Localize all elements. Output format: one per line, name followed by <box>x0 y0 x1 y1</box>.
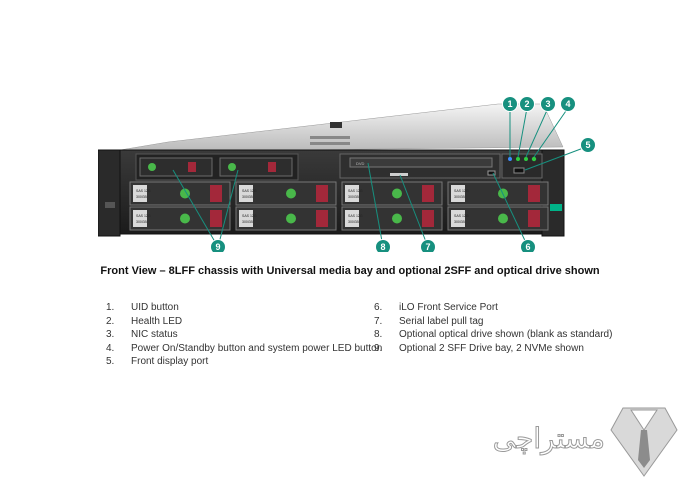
callout-number: 7 <box>425 242 430 252</box>
serial-label-pull-tag <box>390 173 408 176</box>
optical-drive <box>349 157 493 168</box>
drive-spec-label: SAS 12G <box>136 189 151 193</box>
drive-spec-label: 300GB <box>348 220 360 224</box>
drive-spec-label: 300GB <box>242 220 254 224</box>
server-front-view-illustration: DVD SAS 12G 300GB SAS 12G 300GB SAS 12G 300GB… <box>98 96 596 252</box>
drive-spec-label: SAS 12G <box>242 189 257 193</box>
lff-drive-bay: SAS 12G 300GB <box>447 181 549 206</box>
drive-carrier-latch <box>316 185 328 202</box>
drive-release-button <box>286 213 296 224</box>
svg-text:DVD: DVD <box>356 161 365 166</box>
lff-drive-bay: SAS 12G 300GB <box>447 206 549 231</box>
power-button <box>531 156 537 162</box>
drive-spec-label: SAS 12G <box>348 189 363 193</box>
health-led <box>516 157 520 161</box>
drive-spec-label: SAS 12G <box>242 214 257 218</box>
suit-tie-icon <box>610 407 678 477</box>
hpe-logo-badge <box>550 204 562 211</box>
legend-item: 7.Serial label pull tag <box>374 315 484 327</box>
drive-carrier-latch <box>528 210 540 227</box>
legend-item: 8.Optional optical drive shown (blank as… <box>374 329 613 340</box>
callout-1: 1 <box>502 96 518 112</box>
drive-carrier-latch <box>210 185 222 202</box>
drive-carrier-latch <box>422 210 434 227</box>
drive-release-button <box>498 213 508 224</box>
callout-number: 8 <box>380 242 385 252</box>
lff-drive-bay: SAS 12G 300GB <box>341 181 443 206</box>
callout-7: 7 <box>420 239 436 252</box>
callout-8: 8 <box>375 239 391 252</box>
callout-leaders <box>172 107 587 248</box>
drive-release-button <box>286 188 296 199</box>
drive-spec-label: 300GB <box>242 195 254 199</box>
mastrachi-watermark-logo: مستراچی <box>492 407 678 477</box>
drive-release-button <box>180 213 190 224</box>
callout-number: 2 <box>524 99 529 109</box>
lff-drive-bay: SAS 12G 300GB <box>235 181 337 206</box>
watermark-text: مستراچی <box>493 422 605 455</box>
figure-caption: Front View – 8LFF chassis with Universal… <box>100 265 600 277</box>
callout-3: 3 <box>540 96 556 112</box>
legend-item: 6.iLO Front Service Port <box>374 302 498 313</box>
drive-release-button <box>392 188 402 199</box>
lid-latch <box>330 122 342 128</box>
legend-item: 5.Front display port <box>106 356 209 367</box>
legend-item: 1.UID button <box>106 302 179 313</box>
drive-spec-label: SAS 12G <box>136 214 151 218</box>
sff-drive-bay <box>139 157 213 177</box>
callout-number: 5 <box>585 140 590 150</box>
lff-drive-bay: SAS 12G 300GB <box>341 206 443 231</box>
drive-spec-label: 300GB <box>136 195 148 199</box>
nic-status-led <box>524 157 528 161</box>
ilo-front-service-port <box>487 170 496 176</box>
lff-drive-bay: SAS 12G 300GB <box>235 206 337 231</box>
callout-number: 6 <box>525 242 530 252</box>
uid-button <box>508 157 512 161</box>
drive-carrier-latch <box>528 185 540 202</box>
drive-spec-label: SAS 12G <box>454 214 469 218</box>
legend-item: 9.Optional 2 SFF Drive bay, 2 NVMe shown <box>374 342 584 354</box>
lff-drive-bay: SAS 12G 300GB <box>129 206 231 231</box>
callout-5: 5 <box>580 137 596 153</box>
legend-item: 4.Power On/Standby button and system pow… <box>106 342 383 354</box>
drive-spec-label: SAS 12G <box>454 189 469 193</box>
drive-spec-label: 300GB <box>136 220 148 224</box>
drive-release-button <box>392 213 402 224</box>
drive-spec-label: 300GB <box>454 220 466 224</box>
lff-drive-bay: SAS 12G 300GB <box>129 181 231 206</box>
drive-carrier-latch <box>422 185 434 202</box>
callout-2: 2 <box>519 96 535 112</box>
callout-number: 4 <box>565 99 570 109</box>
legend-item: 3.NIC status <box>106 329 178 340</box>
callout-number: 3 <box>545 99 550 109</box>
legend-right-column: 6.iLO Front Service Port 7.Serial label … <box>374 301 612 355</box>
callout-number: 9 <box>215 242 220 252</box>
legend-left-column: 1.UID button 2.Health LED 3.NIC status 4… <box>106 301 382 369</box>
callout-9: 9 <box>210 239 226 252</box>
legend-item: 2.Health LED <box>106 315 183 327</box>
callout-4: 4 <box>560 96 576 112</box>
callout-number: 1 <box>507 99 512 109</box>
drive-carrier-latch <box>316 210 328 227</box>
left-rack-ear <box>98 149 121 237</box>
drive-spec-label: 300GB <box>348 195 360 199</box>
drive-spec-label: SAS 12G <box>348 214 363 218</box>
drive-carrier-latch <box>210 210 222 227</box>
callout-6: 6 <box>520 239 536 252</box>
drive-release-button <box>180 188 190 199</box>
front-display-port <box>513 167 525 174</box>
drive-spec-label: 300GB <box>454 195 466 199</box>
sff-drive-bay <box>219 157 293 177</box>
